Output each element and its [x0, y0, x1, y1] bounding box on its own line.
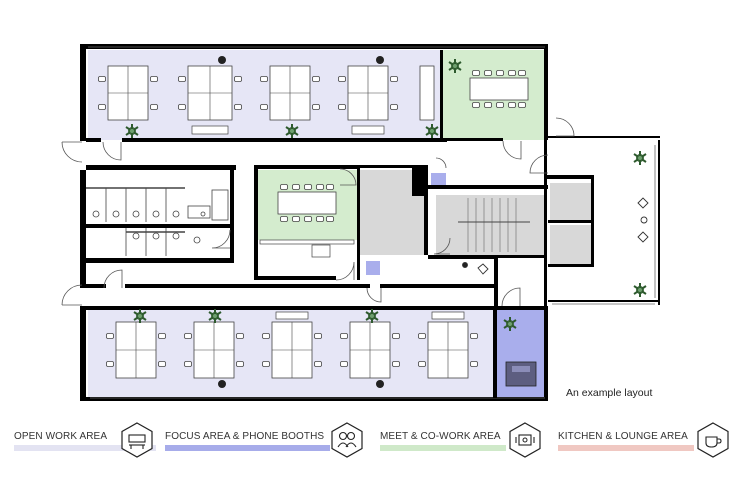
core-room-2 — [550, 183, 592, 221]
focus-small-2 — [366, 261, 380, 275]
legend-meet-area: MEET & CO-WORK AREA — [380, 422, 541, 468]
legend-label: MEET & CO-WORK AREA — [380, 431, 501, 442]
desk-clusters-south — [106, 311, 478, 388]
focus-desk — [505, 361, 537, 387]
people-icon — [331, 422, 363, 458]
meeting-table-icon — [509, 422, 541, 458]
focus-small-1 — [431, 173, 446, 188]
meeting-table-center — [277, 184, 337, 222]
desk-clusters-north — [98, 56, 435, 135]
legend-kitchen-lounge: KITCHEN & LOUNGE AREA — [558, 422, 729, 468]
legend-label: KITCHEN & LOUNGE AREA — [558, 431, 688, 442]
meeting-table-north — [469, 70, 529, 108]
coffee-cup-icon — [697, 422, 729, 458]
desk-icon — [121, 422, 153, 458]
legend-swatch — [380, 445, 506, 451]
lounge-seating — [462, 197, 649, 275]
restrooms — [86, 187, 229, 256]
doors — [61, 117, 575, 307]
window-glazing — [88, 46, 656, 399]
legend-swatch — [165, 445, 330, 451]
exterior-walls — [80, 44, 660, 401]
center-desk — [259, 239, 355, 258]
legend-label: FOCUS AREA & PHONE BOOTHS — [165, 431, 325, 442]
core-room-3 — [550, 225, 592, 265]
core-stairs — [436, 195, 546, 255]
stairs — [458, 198, 530, 252]
legend-swatch — [14, 445, 156, 451]
legend-focus-area: FOCUS AREA & PHONE BOOTHS — [165, 422, 363, 468]
legend-open-work-area: OPEN WORK AREA — [14, 422, 156, 468]
interior-walls — [86, 50, 594, 398]
legend-label: OPEN WORK AREA — [14, 431, 108, 442]
layout-caption: An example layout — [566, 387, 653, 399]
legend-swatch — [558, 445, 694, 451]
